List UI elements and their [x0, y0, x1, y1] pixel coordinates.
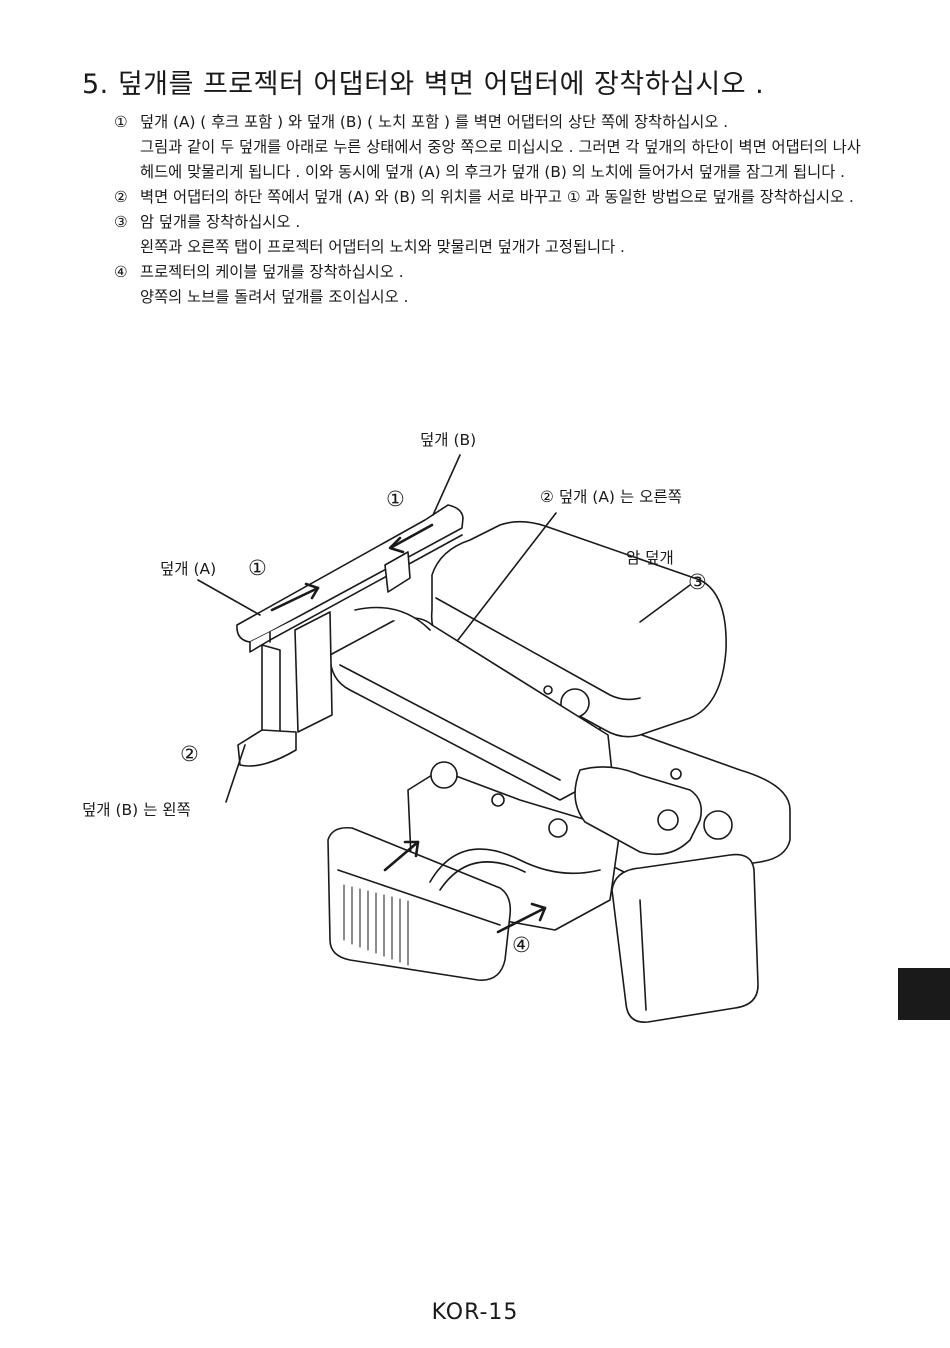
- vertical-post-shape: [237, 551, 411, 767]
- instruction-steps: ① 덮개 (A) ( 후크 포함 ) 와 덮개 (B) ( 노치 포함 ) 를 …: [114, 110, 874, 310]
- step-4: ④ 프로젝터의 케이블 덮개를 장착하십시오 . 양쪽의 노브를 돌려서 덮개를…: [114, 260, 874, 310]
- callout-2-left: ②: [180, 742, 199, 766]
- label-cover-a: 덮개 (A): [160, 560, 217, 578]
- callout-1-left: ①: [248, 556, 267, 580]
- step-line: 암 덮개를 장착하십시오 .: [140, 213, 301, 231]
- projector-adapter-shape: [599, 719, 791, 1023]
- step-2-text: 벽면 어댑터의 하단 쪽에서 덮개 (A) 와 (B) 의 위치를 서로 바꾸고…: [140, 185, 874, 210]
- arm-cover-shape: [430, 520, 727, 738]
- label-cover-a-right: ② 덮개 (A) 는 오른쪽: [540, 488, 682, 506]
- step-number: ①: [114, 113, 128, 131]
- label-cover-b-left: 덮개 (B) 는 왼쪽: [82, 801, 191, 819]
- assembly-illustration: [197, 454, 791, 1023]
- step-4-text: 프로젝터의 케이블 덮개를 장착하십시오 . 양쪽의 노브를 돌려서 덮개를 조…: [140, 260, 874, 310]
- step-line: 프로젝터의 케이블 덮개를 장착하십시오 .: [140, 263, 404, 281]
- section-heading: 5. 덮개를 프로젝터 어댑터와 벽면 어댑터에 장착하십시오 .: [82, 69, 765, 100]
- cable-cover-shape: [327, 826, 601, 981]
- callout-4: ④: [512, 933, 531, 957]
- step-line: 벽면 어댑터의 하단 쪽에서 덮개 (A) 와 (B) 의 위치를 서로 바꾸고…: [140, 188, 854, 206]
- label-cover-b: 덮개 (B): [420, 431, 477, 449]
- step-2: ② 벽면 어댑터의 하단 쪽에서 덮개 (A) 와 (B) 의 위치를 서로 바…: [114, 185, 874, 210]
- step-line: 그림과 같이 두 덮개를 아래로 누른 상태에서 중앙 쪽으로 미십시오 . 그…: [140, 138, 861, 181]
- step-1: ① 덮개 (A) ( 후크 포함 ) 와 덮개 (B) ( 노치 포함 ) 를 …: [114, 110, 874, 185]
- label-arm-cover: 암 덮개: [626, 549, 674, 567]
- step-line: 덮개 (A) ( 후크 포함 ) 와 덮개 (B) ( 노치 포함 ) 를 벽면…: [140, 113, 729, 131]
- wall-adapter-bar-shape: [329, 606, 613, 801]
- step-number: ③: [114, 213, 128, 231]
- installation-figure: 덮개 (B) ① ② 덮개 (A) 는 오른쪽 암 덮개 ③ 덮개 (A) ① …: [0, 400, 950, 1050]
- callout-1-top: ①: [386, 487, 405, 511]
- step-line: 양쪽의 노브를 돌려서 덮개를 조이십시오 .: [140, 288, 409, 306]
- step-number: ④: [114, 263, 128, 281]
- direction-arrows: [270, 523, 547, 934]
- leader-lines: [197, 454, 691, 803]
- step-1-text: 덮개 (A) ( 후크 포함 ) 와 덮개 (B) ( 노치 포함 ) 를 벽면…: [140, 110, 874, 185]
- callout-3: ③: [688, 570, 707, 594]
- step-number: ②: [114, 188, 128, 206]
- step-3-text: 암 덮개를 장착하십시오 . 왼쪽과 오른쪽 탭이 프로젝터 어댑터의 노치와 …: [140, 210, 874, 260]
- section-tab-marker: [898, 968, 950, 1020]
- step-line: 왼쪽과 오른쪽 탭이 프로젝터 어댑터의 노치와 맞물리면 덮개가 고정됩니다 …: [140, 238, 625, 256]
- page-number: KOR-15: [431, 1300, 519, 1325]
- step-3: ③ 암 덮개를 장착하십시오 . 왼쪽과 오른쪽 탭이 프로젝터 어댑터의 노치…: [114, 210, 874, 260]
